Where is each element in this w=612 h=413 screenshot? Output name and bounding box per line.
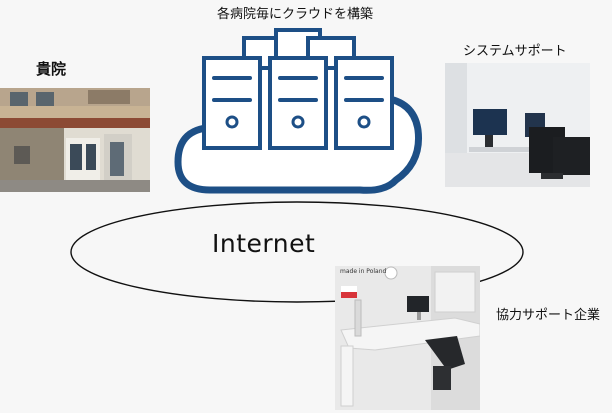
partner-photo bbox=[335, 266, 480, 410]
internet-label: Internet bbox=[212, 229, 316, 258]
system-support-label: システムサポート bbox=[463, 44, 567, 59]
server-icon bbox=[202, 28, 394, 150]
hospital-label: 貴院 bbox=[36, 60, 67, 78]
cloud-title: 各病院毎にクラウドを構築 bbox=[217, 7, 374, 22]
partner-label: 協力サポート企業 bbox=[496, 308, 601, 323]
photo-sign: made in Poland bbox=[340, 268, 387, 275]
hospital-photo bbox=[0, 88, 150, 192]
system-support-photo bbox=[445, 63, 590, 187]
